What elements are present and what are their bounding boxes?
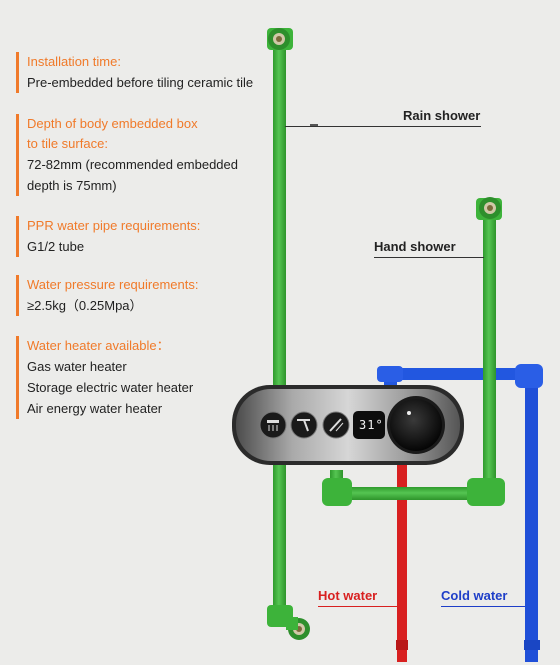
cold-water-callout-line — [441, 606, 525, 607]
embed-depth-heading-1: Depth of body embedded box — [27, 116, 198, 131]
hand-shower-icon[interactable] — [290, 411, 318, 439]
overhead-shower-icon[interactable] — [259, 411, 287, 439]
pipe-requirements-value: G1/2 tube — [27, 239, 85, 254]
water-heater-heading: Water heater available： — [27, 338, 170, 353]
spout-icon[interactable] — [322, 411, 350, 439]
rain-shower-label: Rain shower — [403, 108, 481, 123]
shower-control-panel — [232, 385, 464, 465]
embed-depth-heading-2: to tile surface: — [27, 136, 108, 151]
pipe-end-rain — [268, 28, 290, 50]
embed-depth-value-1: 72-82mm (recommended embedded — [27, 157, 238, 172]
pipe-requirements-block: PPR water pipe requirements: G1/2 tube — [16, 216, 200, 257]
temperature-display — [353, 411, 385, 439]
pipe-requirements-heading: PPR water pipe requirements: — [27, 218, 201, 233]
water-pressure-heading: Water pressure requirements: — [27, 277, 199, 292]
pipe-marker — [310, 124, 318, 126]
cold-water-label: Cold water — [441, 588, 508, 603]
water-heater-item: Gas water heater — [27, 359, 127, 374]
temperature-knob[interactable] — [387, 396, 445, 454]
water-heater-item: Storage electric water heater — [27, 380, 194, 395]
hot-water-label: Hot water — [318, 588, 378, 603]
installation-time-value: Pre-embedded before tiling ceramic tile — [27, 75, 254, 90]
hand-shower-callout-line — [374, 257, 484, 258]
installation-time-block: Installation time: Pre-embedded before t… — [16, 52, 253, 93]
hand-shower-label: Hand shower — [374, 239, 456, 254]
embed-depth-block: Depth of body embedded box to tile surfa… — [16, 114, 238, 196]
temperature-readout: 31° — [359, 418, 384, 432]
pipe-end-hand — [479, 197, 501, 219]
pipe-end-bottom — [286, 617, 310, 640]
installation-time-heading: Installation time: — [27, 54, 121, 69]
hot-water-callout-line — [318, 606, 399, 607]
hot-water-pipe — [396, 465, 408, 662]
embed-depth-value-2: depth is 75mm) — [27, 178, 117, 193]
water-pressure-block: Water pressure requirements: ≥2.5kg（0.25… — [16, 275, 198, 316]
water-heater-block: Water heater available： Gas water heater… — [16, 336, 193, 419]
water-pressure-value: ≥2.5kg（0.25Mpa） — [27, 298, 143, 313]
rain-shower-callout-line — [285, 126, 481, 127]
water-heater-item: Air energy water heater — [27, 401, 163, 416]
